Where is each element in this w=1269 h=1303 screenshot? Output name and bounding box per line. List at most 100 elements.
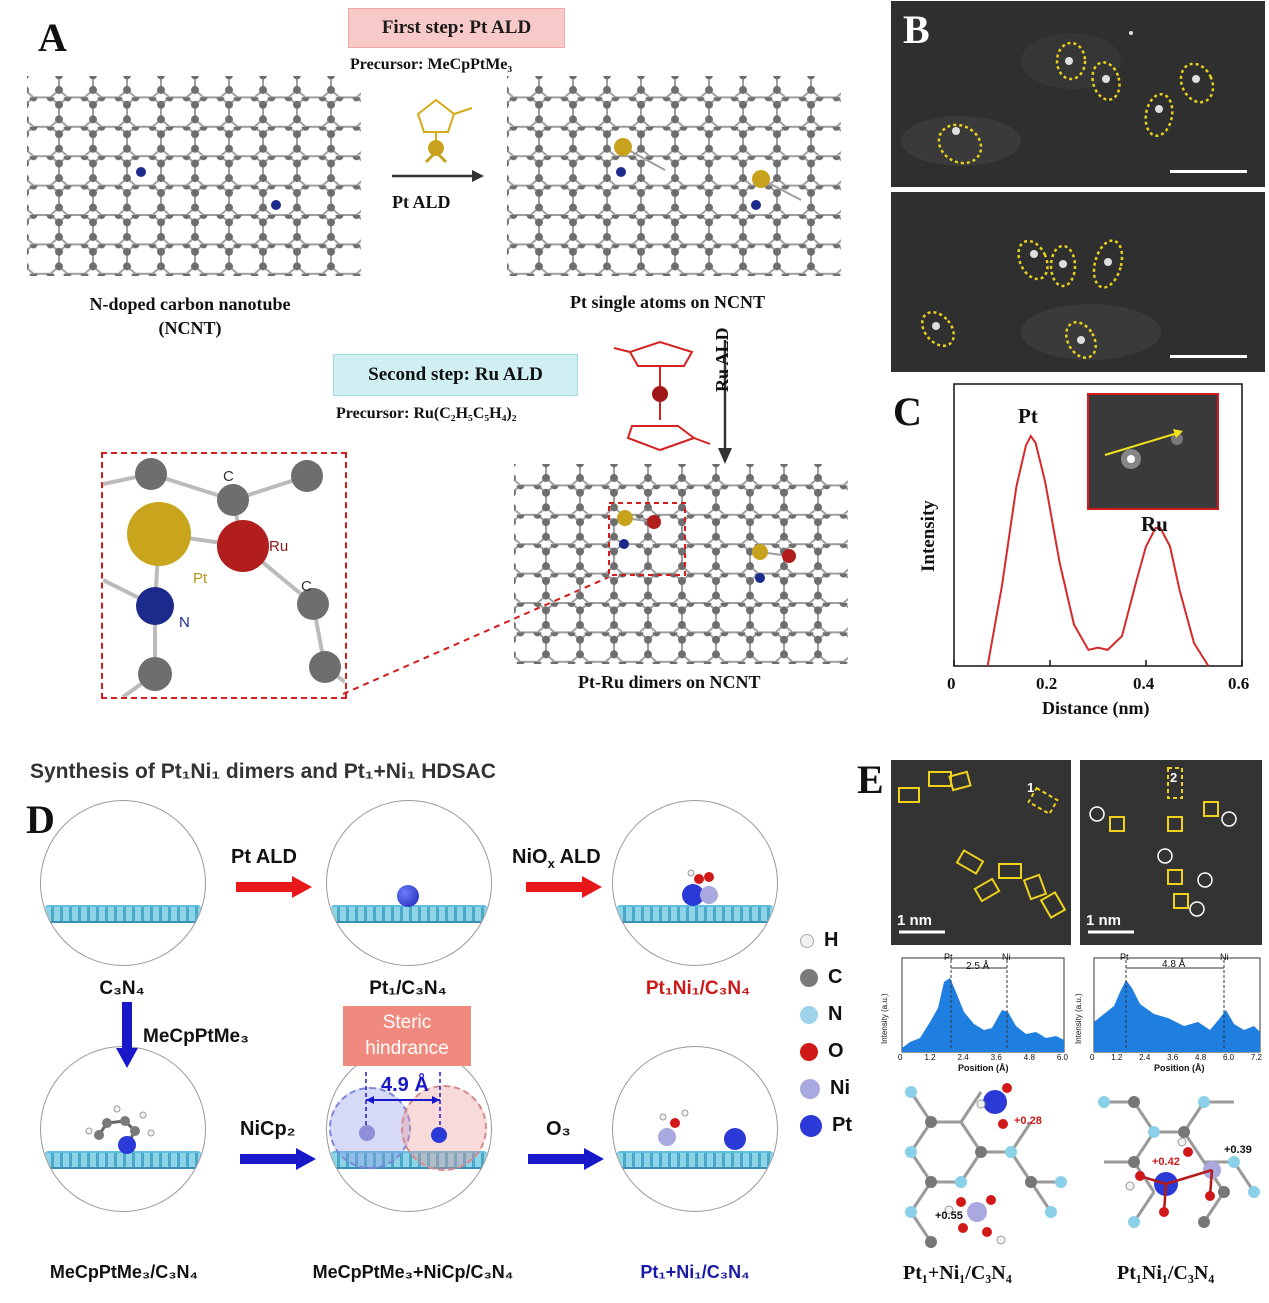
- ncnt-lattice-left: [27, 76, 361, 276]
- c3n4-substrate: [617, 905, 773, 923]
- legend-swatch-n: [800, 1005, 818, 1024]
- step1-label: First step: Pt ALD: [348, 8, 565, 48]
- intensity-line: [986, 434, 1210, 667]
- marker-1: 1: [1027, 780, 1035, 795]
- arrow-mecp-down[interactable]: [114, 1000, 140, 1070]
- legend-row-h: H: [800, 922, 860, 959]
- arrow-mecp-label: MeCpPtMe₃: [143, 1026, 249, 1047]
- pt-atom: [431, 1127, 447, 1143]
- label-pt1ni1-c3n4: Pt₁Ni₁/C₃N₄: [645, 978, 751, 999]
- peak-label-ru: Ru: [1141, 512, 1168, 536]
- arrow-nicp-label: NiCp₂: [240, 1118, 296, 1140]
- arrow-niox-ald-label: NiOx ALD: [512, 846, 601, 871]
- legend-swatch-o: [800, 1042, 818, 1061]
- marker-2: 2: [1170, 770, 1178, 785]
- niox-suffix: ALD: [554, 846, 601, 868]
- legend-label-c: C: [828, 966, 843, 988]
- niox-subscript: x: [547, 856, 555, 871]
- legend-label-h: H: [824, 929, 839, 951]
- arrow-nicp[interactable]: [238, 1146, 318, 1172]
- arrow-niox-ald[interactable]: [524, 874, 604, 900]
- y-axis-label: Intensity: [918, 500, 939, 572]
- profile1-xtick: 6.0: [1056, 1053, 1068, 1062]
- profile1-ylabel: Intensity (a.u.): [880, 993, 889, 1044]
- charge-left-top: +0.28: [1014, 1115, 1042, 1127]
- panel-label-e: E: [857, 757, 884, 802]
- arrow-pt-ald-label: Pt ALD: [231, 846, 297, 868]
- haadf-bottom-graphic: [891, 192, 1265, 372]
- panel-label-c: C: [893, 389, 922, 434]
- panel-label-d: D: [26, 797, 55, 842]
- charge-right-black: +0.39: [1224, 1144, 1252, 1156]
- x-tick-3: 0.6: [1228, 674, 1250, 693]
- legend-label-pt: Pt: [832, 1114, 852, 1136]
- profile2-xtick: 3.6: [1167, 1053, 1179, 1062]
- ncnt-caption-line1: N-doped carbon nanotube: [89, 294, 291, 314]
- haadf-e-left-graphic: [891, 760, 1071, 945]
- ni-atom: [359, 1125, 375, 1141]
- pt-ald-arrow-label: Pt ALD: [392, 192, 451, 212]
- x-tick-0: 0: [947, 674, 956, 693]
- mecp-molecule: [85, 1105, 155, 1154]
- zoom-inset: C Ru Pt N C: [101, 452, 347, 699]
- line-profile-1: Pt Ni 2.5 Å Intensity (a.u.) Position (Å…: [880, 952, 1068, 1073]
- inset-label-c2: C: [301, 578, 312, 595]
- profile1-xtick: 2.4: [957, 1053, 969, 1062]
- inset-label-n: N: [179, 614, 190, 631]
- ru-ald-arrow[interactable]: [714, 338, 736, 468]
- caption-e-left: Pt₁+Ni₁/C₃N₄: [903, 1262, 1012, 1284]
- profile1-ni-label: Ni: [1002, 952, 1011, 962]
- legend-label-ni: Ni: [830, 1077, 850, 1099]
- niox-text: NiO: [512, 846, 548, 868]
- pt-atom: [397, 885, 419, 907]
- profile1-xtick: 4.8: [1023, 1053, 1035, 1062]
- circle-pt1plusni1-c3n4: [612, 1046, 778, 1212]
- circle-pt1ni1-c3n4: [612, 800, 778, 966]
- legend-swatch-pt: [800, 1114, 822, 1137]
- inset-label-pt: Pt: [193, 570, 208, 587]
- scale-label-left: 1 nm: [897, 912, 933, 929]
- line-profile-1-graphic: [901, 957, 1065, 1053]
- step2-precursor: Precursor: Ru(C₂H₅C₅H₄)₂: [336, 405, 517, 422]
- arrow-pt-ald[interactable]: [234, 874, 314, 900]
- arrow-o3-label: O₃: [546, 1118, 571, 1140]
- profile2-xtick: 2.4: [1139, 1053, 1151, 1062]
- circle-c3n4: [40, 800, 206, 966]
- pt-ru-zoom-structure: [102, 458, 347, 699]
- ncnt-lattice-dimer: [514, 464, 848, 664]
- legend-row-o: O: [800, 1033, 860, 1070]
- ru-precursor-icon: [613, 340, 711, 452]
- legend-label-n: N: [828, 1003, 843, 1025]
- line-profile-2-graphic: [1093, 957, 1261, 1053]
- profile2-xtick: 6.0: [1222, 1053, 1235, 1062]
- label-mecp-nicp-c3n4: MeCpPtMe₃+NiCp/C₃N₄: [312, 1262, 514, 1282]
- peak-label-pt: Pt: [1018, 404, 1038, 428]
- haadf-top-graphic: [891, 1, 1265, 187]
- steric-line2: hindrance: [365, 1038, 449, 1059]
- caption-e-right: Pt₁Ni₁/C₃N₄: [1117, 1262, 1215, 1284]
- profile1-xlabel: Position (Å): [958, 1063, 1009, 1073]
- x-tick-1: 0.2: [1036, 674, 1058, 693]
- profile2-xtick: 1.2: [1111, 1053, 1123, 1062]
- legend-swatch-c: [800, 968, 818, 987]
- arrow-o3[interactable]: [526, 1146, 606, 1172]
- legend-row-n: N: [800, 996, 860, 1033]
- profile2-distance: 4.8 Å: [1162, 959, 1186, 970]
- inset-graphic: [1089, 395, 1217, 508]
- label-c3n4: C₃N₄: [99, 978, 145, 999]
- pt-single-caption: Pt single atoms on NCNT: [570, 292, 766, 312]
- pt-ald-arrow[interactable]: [388, 92, 488, 192]
- haadf-e-left: 1 nm 1: [891, 760, 1071, 945]
- profile2-pt-label: Pt: [1120, 952, 1129, 962]
- legend-row-c: C: [800, 959, 860, 996]
- step2-label: Second step: Ru ALD: [333, 354, 578, 396]
- step1-precursor: Precursor: MeCpPtMe₃: [350, 56, 513, 73]
- ncnt-lattice-right: [507, 76, 841, 276]
- charge-left-bottom: +0.55: [935, 1210, 963, 1222]
- steric-line1: Steric: [382, 1012, 432, 1033]
- ru-ald-arrow-label: Ru ALD: [712, 327, 732, 392]
- line-profile-2: Pt Ni 4.8 Å Intensity (a.u.) Position (Å…: [1074, 952, 1264, 1073]
- profile2-xtick: 7.2: [1250, 1053, 1262, 1062]
- profile1-pt-label: Pt: [944, 952, 953, 962]
